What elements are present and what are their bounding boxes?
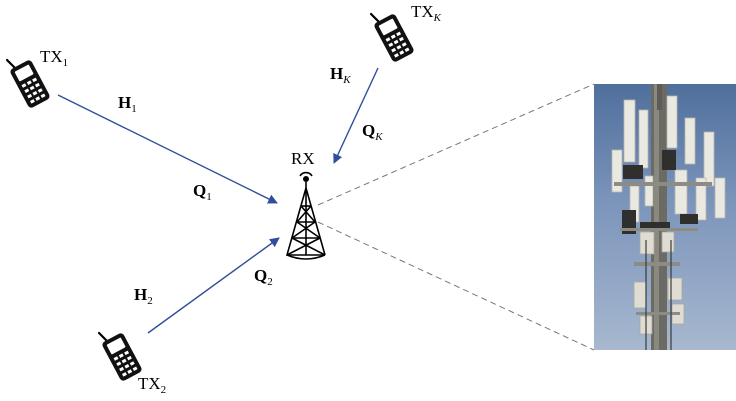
arrow-tx1-to-rx — [57, 94, 278, 204]
tx2-phone-icon — [95, 322, 145, 384]
hk-label: HK — [330, 64, 351, 86]
q1-label: Q1 — [193, 181, 212, 203]
txk-phone-icon — [367, 3, 417, 65]
qk-label: QK — [362, 121, 383, 143]
arrow-tx2-to-rx — [147, 237, 280, 334]
tx1-label: TX1 — [40, 47, 68, 69]
q2-label: Q2 — [254, 266, 273, 288]
h2-label: H2 — [134, 285, 153, 307]
cell-tower-photo — [594, 84, 736, 350]
zoom-line-top — [317, 83, 595, 206]
h1-label: H1 — [118, 93, 137, 115]
radio-tower-icon — [285, 171, 326, 260]
rx-label: RX — [291, 149, 315, 168]
txk-label: TXK — [411, 2, 442, 24]
arrow-txk-to-rx — [333, 67, 379, 164]
zoom-line-bottom — [317, 221, 595, 351]
tx2-label: TX2 — [138, 374, 166, 396]
